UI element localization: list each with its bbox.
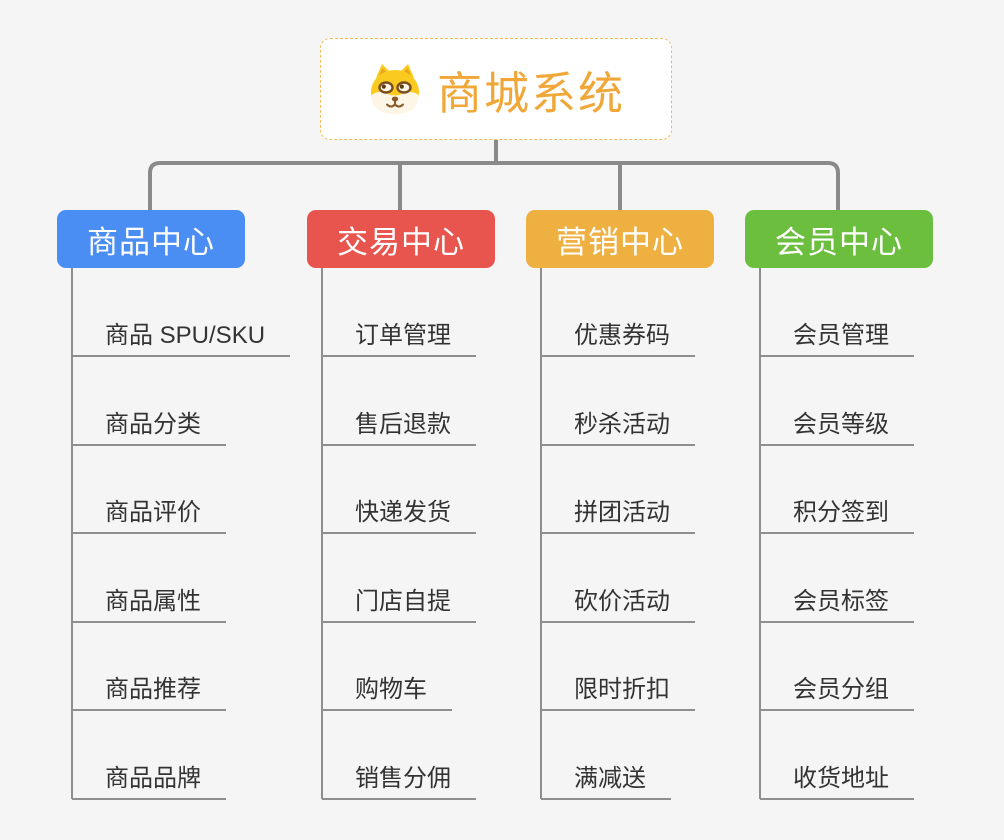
leaf-topic[interactable]: 商品 SPU/SKU <box>72 319 291 357</box>
leaf-topic[interactable]: 砍价活动 <box>541 585 695 623</box>
leaf-topic[interactable]: 商品推荐 <box>72 673 226 711</box>
branch-node-product-center[interactable]: 商品中心 <box>57 210 245 268</box>
branch-label: 营销中心 <box>556 224 684 260</box>
branch-node-trade-center[interactable]: 交易中心 <box>307 210 495 268</box>
leaf-column-member-center: 会员管理 会员等级 积分签到 会员标签 会员分组 收货地址 <box>760 268 1004 808</box>
leaf-topic[interactable]: 商品分类 <box>72 408 226 446</box>
leaf-topic[interactable]: 商品属性 <box>72 585 226 623</box>
dog-face-icon <box>370 64 419 114</box>
root-title: 商城系统 <box>436 67 625 119</box>
root-node-mall-system[interactable]: 商城系统 <box>320 38 672 140</box>
branch-rail-line <box>148 161 840 210</box>
branch-label: 商品中心 <box>87 224 215 260</box>
leaf-topic[interactable]: 会员标签 <box>760 585 914 623</box>
leaf-topic[interactable]: 快递发货 <box>322 496 476 534</box>
leaf-topic[interactable]: 积分签到 <box>760 496 914 534</box>
leaf-topic[interactable]: 限时折扣 <box>541 673 695 711</box>
leaf-column-product-center: 商品 SPU/SKU 商品分类 商品评价 商品属性 商品推荐 商品品牌 <box>72 268 332 808</box>
leaf-topic[interactable]: 订单管理 <box>322 319 476 357</box>
leaf-topic[interactable]: 销售分佣 <box>322 762 476 800</box>
leaf-topic[interactable]: 会员分组 <box>760 673 914 711</box>
leaf-topic[interactable]: 优惠券码 <box>541 319 695 357</box>
branch-node-member-center[interactable]: 会员中心 <box>745 210 933 268</box>
leaf-topic[interactable]: 购物车 <box>322 673 452 711</box>
leaf-topic[interactable]: 满减送 <box>541 762 671 800</box>
leaf-topic[interactable]: 商品品牌 <box>72 762 226 800</box>
leaf-column-marketing-center: 优惠券码 秒杀活动 拼团活动 砍价活动 限时折扣 满减送 <box>541 268 801 808</box>
leaf-topic[interactable]: 会员管理 <box>760 319 914 357</box>
leaf-topic[interactable]: 秒杀活动 <box>541 408 695 446</box>
leaf-topic[interactable]: 门店自提 <box>322 585 476 623</box>
leaf-topic[interactable]: 会员等级 <box>760 408 914 446</box>
leaf-column-trade-center: 订单管理 售后退款 快递发货 门店自提 购物车 销售分佣 <box>322 268 582 808</box>
branch-label: 交易中心 <box>337 224 465 260</box>
leaf-topic[interactable]: 售后退款 <box>322 408 476 446</box>
branch-node-marketing-center[interactable]: 营销中心 <box>526 210 714 268</box>
leaf-topic[interactable]: 收货地址 <box>760 762 914 800</box>
leaf-topic[interactable]: 拼团活动 <box>541 496 695 534</box>
leaf-topic[interactable]: 商品评价 <box>72 496 226 534</box>
branch-label: 会员中心 <box>775 224 903 260</box>
